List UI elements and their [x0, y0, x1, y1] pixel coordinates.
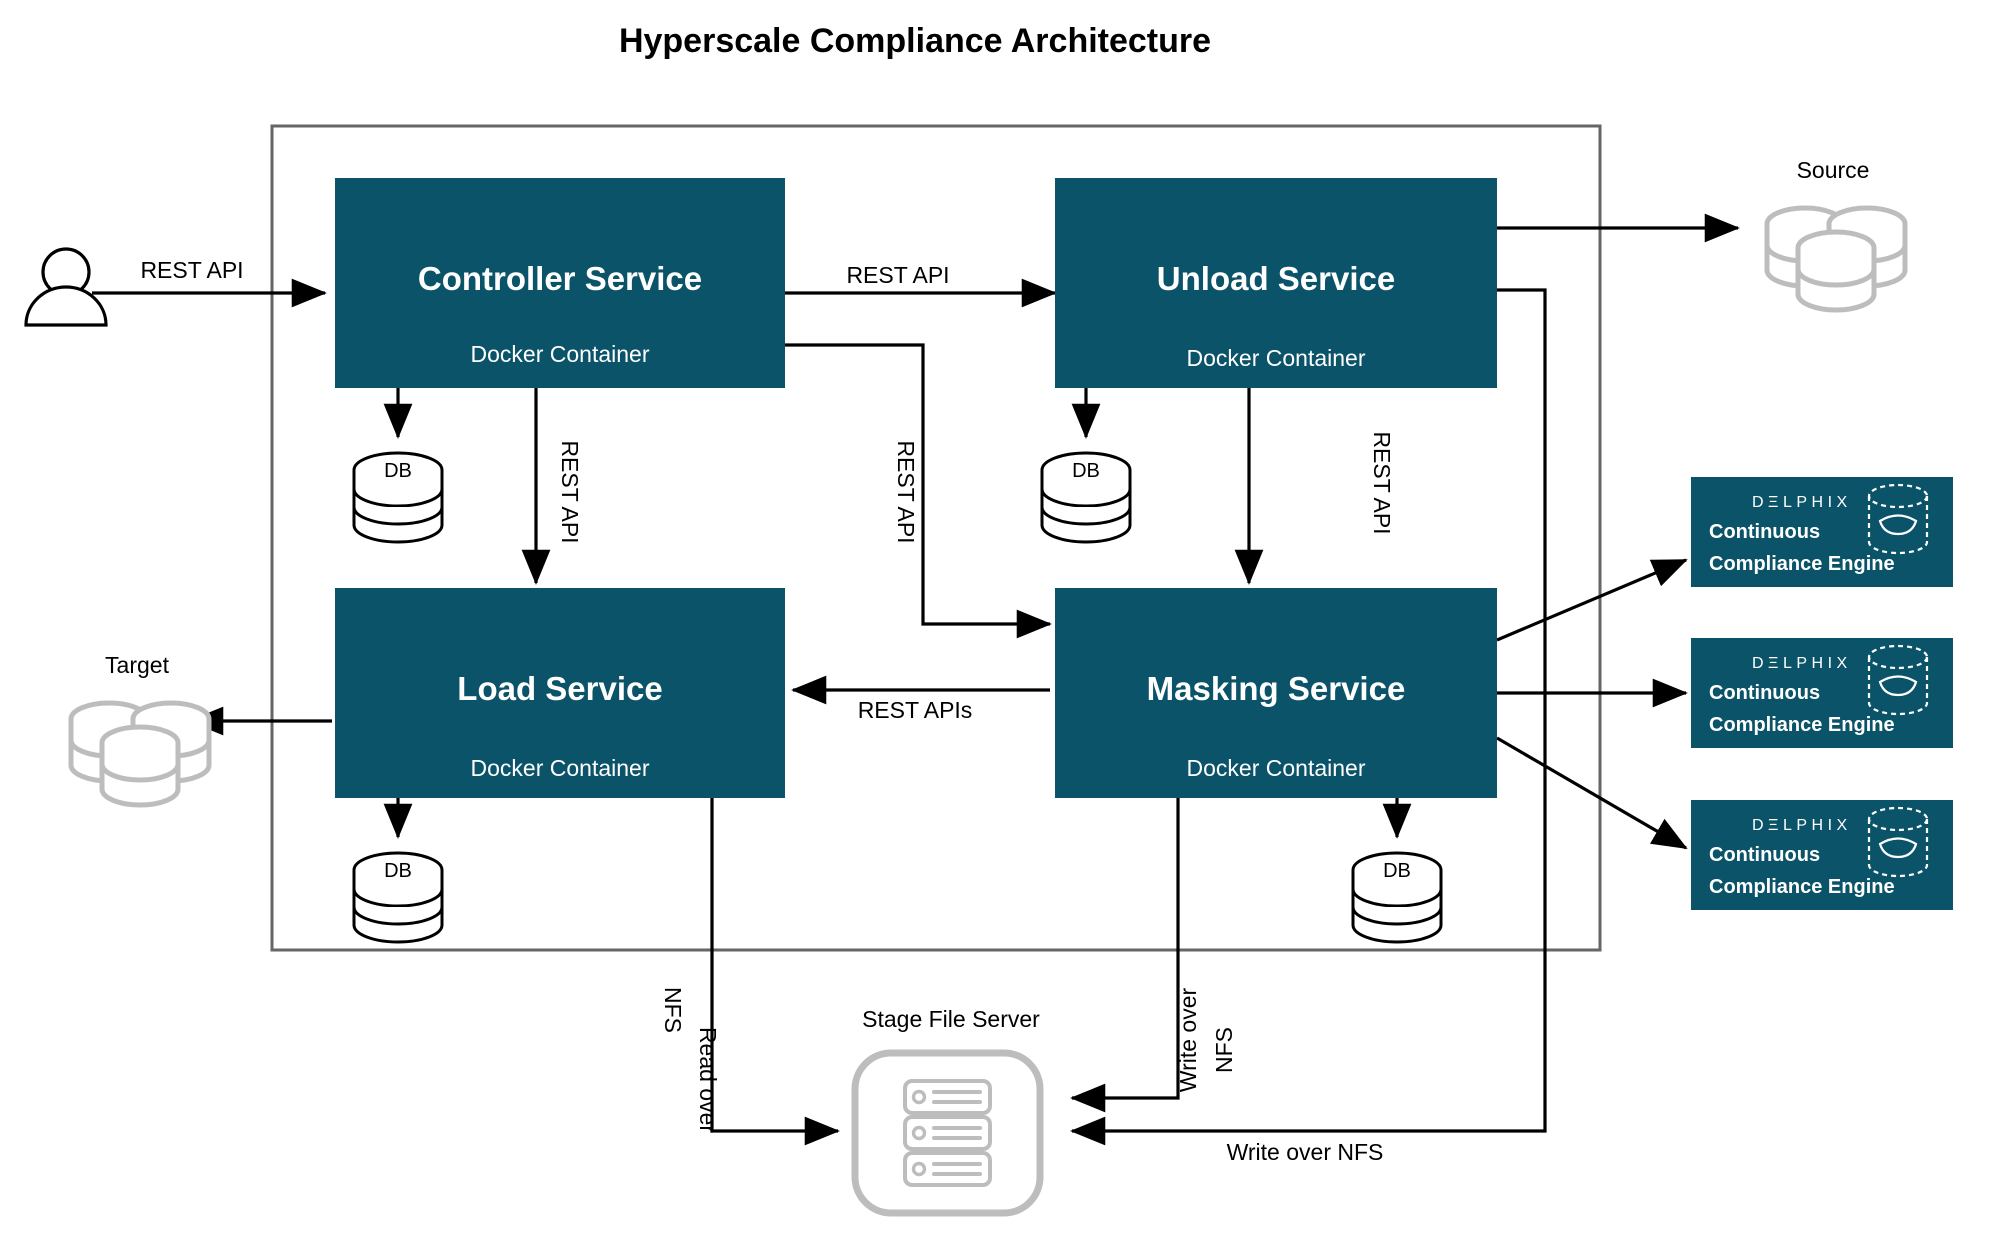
label-controller-to-masking: REST API [893, 440, 919, 543]
label-user-to-controller: REST API [140, 257, 243, 283]
edge-masking-to-engine-3 [1496, 736, 1688, 850]
label-unload-write-nfs: Write over NFS [1227, 1139, 1384, 1165]
service-box-controller[interactable]: Controller Service Docker Container [335, 178, 785, 388]
engine-title-1-line1: Continuous [1709, 521, 1820, 543]
masked-database-icon-2 [1867, 644, 1929, 716]
delphix-brand-1: DΞLPHIX [1752, 494, 1852, 511]
label-masking-write-nfs-line1: Write over [1175, 987, 1201, 1092]
controller-db-label: DB [384, 460, 412, 482]
label-controller-to-unload: REST API [846, 262, 949, 288]
engine-title-3-line2: Compliance Engine [1709, 876, 1895, 898]
label-unload-to-masking: REST API [1369, 431, 1395, 534]
db-icon-load: DB [352, 851, 444, 944]
controller-service-title: Controller Service [418, 260, 702, 297]
unload-db-label: DB [1072, 460, 1100, 482]
label-masking-write-nfs-line2: NFS [1211, 1027, 1237, 1073]
database-cluster-icon-source [1764, 205, 1908, 313]
delphix-brand-3: DΞLPHIX [1752, 817, 1852, 834]
masked-database-icon-1 [1867, 483, 1929, 555]
masking-db-label: DB [1383, 860, 1411, 882]
label-load-read-nfs-line1: Read over [695, 1027, 721, 1133]
db-icon-unload: DB [1040, 451, 1132, 544]
compliance-engine-2[interactable]: DΞLPHIX Continuous Compliance Engine [1691, 638, 1953, 748]
edge-labels: REST API REST API REST API REST API REST… [140, 257, 1395, 1165]
source-label: Source [1797, 157, 1870, 183]
engine-title-2-line1: Continuous [1709, 682, 1820, 704]
label-controller-to-load: REST API [557, 440, 583, 543]
edge-controller-to-masking [785, 343, 1052, 639]
masked-database-icon-3 [1867, 806, 1929, 878]
hyperscale-boundary-box [270, 124, 1602, 952]
database-cluster-icon-target [68, 700, 212, 808]
delphix-brand-2: DΞLPHIX [1752, 655, 1852, 672]
edge-masking-to-engine-1 [1496, 558, 1688, 642]
edge-load-read-nfs [710, 790, 840, 1146]
unload-service-title: Unload Service [1157, 260, 1395, 297]
engine-title-2-line2: Compliance Engine [1709, 714, 1895, 736]
label-load-read-nfs-line2: NFS [660, 987, 686, 1033]
compliance-engine-3[interactable]: DΞLPHIX Continuous Compliance Engine [1691, 800, 1953, 910]
target-label: Target [105, 652, 170, 678]
connectors [92, 213, 1740, 1146]
load-service-title: Load Service [457, 670, 662, 707]
compliance-engine-1[interactable]: DΞLPHIX Continuous Compliance Engine [1691, 477, 1953, 587]
engine-title-3-line1: Continuous [1709, 844, 1820, 866]
service-box-load[interactable]: Load Service Docker Container [335, 588, 785, 798]
label-masking-to-load: REST APIs [858, 697, 973, 723]
user-icon [24, 247, 108, 327]
masking-service-title: Masking Service [1147, 670, 1406, 707]
load-service-subtitle: Docker Container [471, 755, 650, 781]
load-db-label: DB [384, 860, 412, 882]
controller-service-subtitle: Docker Container [471, 341, 650, 367]
unload-service-subtitle: Docker Container [1187, 345, 1366, 371]
db-icon-controller: DB [352, 451, 444, 544]
edge-unload-to-stage [1070, 288, 1547, 1146]
masking-service-subtitle: Docker Container [1187, 755, 1366, 781]
service-box-masking[interactable]: Masking Service Docker Container [1055, 588, 1497, 798]
stage-file-server-label: Stage File Server [862, 1006, 1040, 1032]
service-box-unload[interactable]: Unload Service Docker Container [1055, 178, 1497, 388]
file-server-icon[interactable] [851, 1049, 1044, 1217]
engine-title-1-line2: Compliance Engine [1709, 553, 1895, 575]
edge-masking-write-nfs [1070, 790, 1180, 1113]
page-title: Hyperscale Compliance Architecture [619, 22, 1211, 60]
db-icon-masking: DB [1351, 851, 1443, 944]
